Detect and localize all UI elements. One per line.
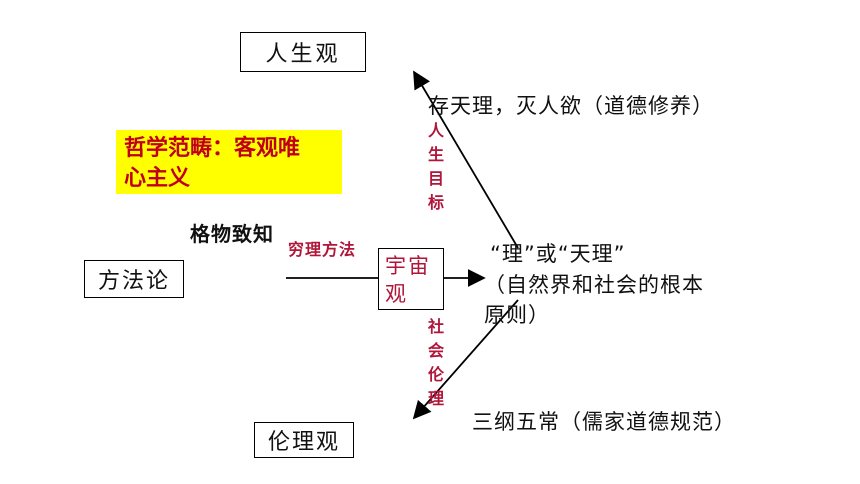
li-tianli-text: “理”或“天理”	[490, 242, 626, 266]
methodology-box: 方法论	[84, 260, 184, 298]
qiongli-method-text: 穷理方法	[288, 240, 357, 259]
social-ethics-text: 社会伦理	[425, 318, 444, 414]
philosophy-category-highlight: 哲学范畴：客观唯 心主义	[116, 130, 342, 194]
methodology-label: 方法论	[97, 269, 170, 294]
life-view-box: 人生观	[240, 32, 366, 72]
universe-view-label: 宇宙 观	[385, 254, 431, 306]
ethics-view-label: 伦理观	[267, 430, 340, 455]
cun-tianli-text: 存天理，灭人欲（道德修养）	[428, 94, 714, 118]
li-description-text: （自然界和社会的根本 原则）	[484, 273, 704, 327]
gewu-zhizhi-text: 格物致知	[190, 222, 274, 246]
sangang-wuchang-text: 三纲五常（儒家道德规范）	[472, 410, 736, 434]
arrow-to-life-view	[413, 70, 519, 249]
universe-view-box: 宇宙 观	[378, 248, 444, 310]
life-view-label: 人生观	[265, 42, 341, 67]
arrow-to-ethics	[412, 299, 519, 420]
ethics-view-box: 伦理观	[254, 422, 354, 458]
life-goal-text: 人生目标	[425, 122, 444, 218]
